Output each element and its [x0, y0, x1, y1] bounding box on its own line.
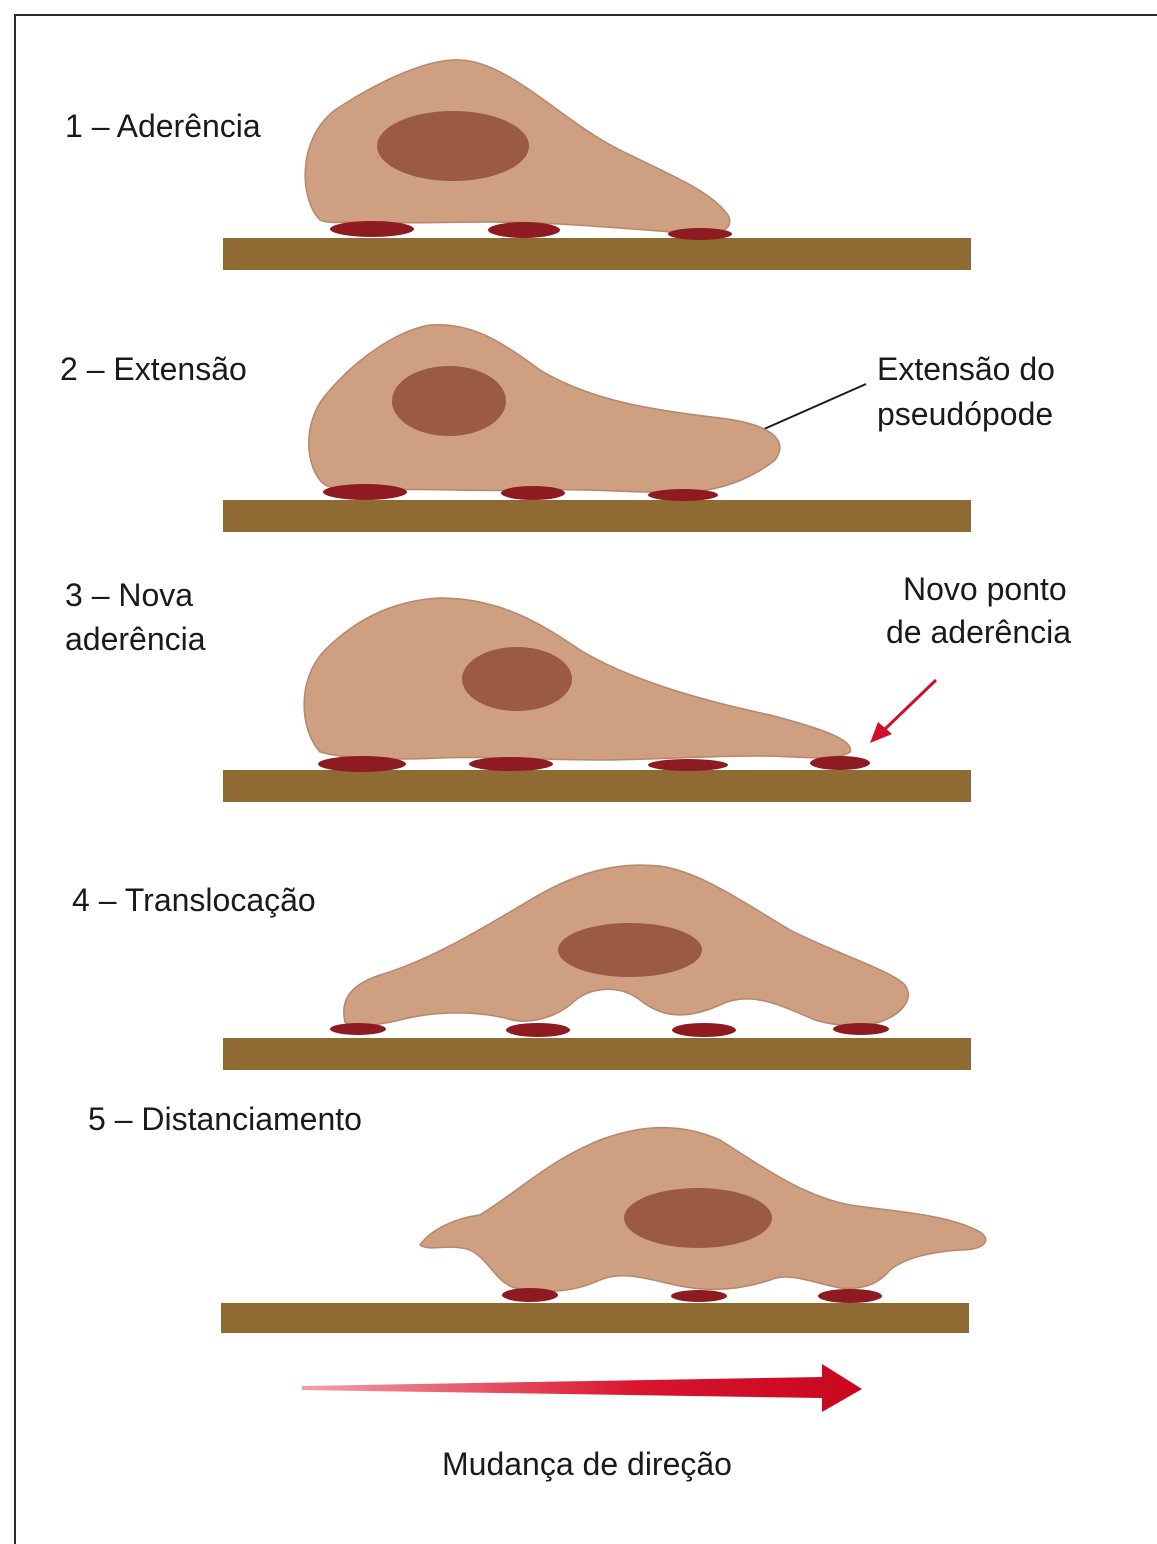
stage-3-label-line-1: 3 – Nova [65, 577, 193, 613]
stage-4-nucleus [558, 923, 702, 977]
stage-3: 3 – Nova aderência Novo ponto de aderênc… [65, 571, 1071, 802]
new-point-annotation-line-2: de aderência [886, 614, 1071, 650]
stage-2-adhesion [501, 486, 565, 500]
stage-4-adhesion [672, 1023, 736, 1037]
stage-5: 5 – Distanciamento [88, 1101, 986, 1333]
stage-2-adhesion [648, 489, 718, 501]
stage-5-adhesion [671, 1290, 727, 1302]
stage-1-adhesion [488, 222, 560, 238]
stage-3-adhesion [810, 756, 870, 770]
stage-1-substrate [223, 238, 971, 270]
stage-2-label: 2 – Extensão [60, 351, 247, 387]
pseudopod-annotation-line-1: Extensão do [877, 351, 1055, 387]
stage-2: 2 – Extensão Extensão do pseudópode [60, 325, 1055, 532]
stage-5-nucleus [624, 1188, 772, 1248]
stage-3-adhesion [648, 759, 728, 771]
stage-4-adhesion [833, 1023, 889, 1035]
stage-2-adhesion [323, 484, 407, 500]
stage-5-label: 5 – Distanciamento [88, 1101, 362, 1137]
stage-1-label: 1 – Aderência [65, 108, 261, 144]
direction-label: Mudança de direção [442, 1446, 732, 1482]
stage-1-adhesion [330, 221, 414, 237]
direction-arrow [302, 1364, 862, 1412]
stage-4-substrate [223, 1038, 971, 1070]
stage-5-adhesion [818, 1289, 882, 1303]
stage-3-substrate [223, 770, 971, 802]
stage-3-label-line-2: aderência [65, 621, 206, 657]
stage-4-adhesion [330, 1023, 386, 1035]
stage-2-substrate [223, 500, 971, 532]
stage-1-nucleus [377, 111, 529, 181]
stage-4-adhesion [506, 1023, 570, 1037]
stage-5-substrate [221, 1303, 969, 1333]
stage-3-nucleus [462, 647, 572, 711]
stage-5-adhesion [502, 1288, 558, 1302]
pseudopod-annotation-line-2: pseudópode [877, 396, 1053, 432]
stage-4-label: 4 – Translocação [72, 882, 316, 918]
new-point-arrow [870, 680, 936, 743]
stage-1: 1 – Aderência [65, 60, 971, 270]
stage-4: 4 – Translocação [72, 865, 971, 1070]
stage-2-nucleus [392, 366, 506, 436]
stage-3-adhesion [318, 756, 406, 772]
stage-1-adhesion [668, 228, 732, 240]
new-point-annotation-line-1: Novo ponto [903, 571, 1067, 607]
stage-3-adhesion [469, 757, 553, 771]
stage-3-cell [304, 598, 850, 760]
stage-2-cell [309, 325, 780, 493]
